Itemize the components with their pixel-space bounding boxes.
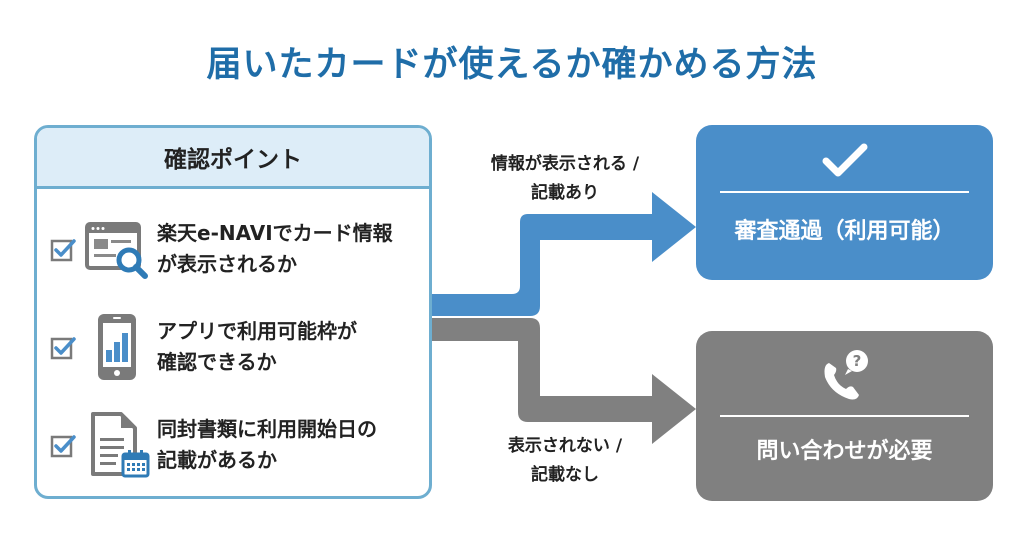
approved-arrow [432, 192, 696, 316]
document-calendar-icon [91, 412, 150, 478]
checkmark-icon [822, 143, 867, 177]
inquiry-result-card: ? 問い合わせが必要 [696, 331, 993, 501]
inquiry-condition-label: 表示されない / 記載なし [470, 432, 660, 490]
inquiry-result-label: 問い合わせが必要 [756, 439, 933, 464]
inquiry-condition-line1: 表示されない / [507, 436, 623, 456]
smartphone-chart-icon [98, 314, 136, 380]
checklist-item-line2: 記載があるか [157, 448, 277, 472]
svg-text:?: ? [852, 352, 861, 370]
checklist-item: 同封書類に利用開始日の 記載があるか [37, 404, 429, 484]
divider [720, 191, 969, 193]
checkbox-checked-icon [50, 337, 76, 360]
checklist-item-text: 同封書類に利用開始日の 記載があるか [157, 414, 427, 476]
checklist-item-text: 楽天e-NAVIでカード情報 が表示されるか [157, 218, 427, 280]
browser-search-icon [85, 222, 148, 279]
approved-condition-label: 情報が表示される / 記載あり [455, 150, 675, 208]
checklist-item-line2: 確認できるか [157, 350, 277, 374]
checklist-header: 確認ポイント [37, 128, 429, 189]
phone-question-icon: ? [824, 350, 868, 400]
checklist-item-line1: 楽天e-NAVIでカード情報 [157, 221, 393, 245]
approved-condition-line1: 情報が表示される / [490, 154, 640, 174]
checkbox-checked-icon [50, 239, 76, 262]
checklist-item-line1: 同封書類に利用開始日の [157, 417, 377, 441]
inquiry-arrow [432, 318, 696, 444]
approved-result-label: 審査通過（利用可能） [734, 219, 955, 244]
inquiry-condition-line2: 記載なし [531, 465, 599, 485]
checklist-item-line1: アプリで利用可能枠が [157, 319, 357, 343]
page-title: 届いたカードが使えるか確かめる方法 [206, 45, 818, 85]
checklist-item-line2: が表示されるか [157, 252, 297, 276]
checklist-item-text: アプリで利用可能枠が 確認できるか [157, 316, 427, 378]
checklist-item: 楽天e-NAVIでカード情報 が表示されるか [37, 208, 429, 288]
checklist-panel: 確認ポイント 楽天e-NAVIでカード情報 が表示されるか [34, 125, 432, 499]
approved-condition-line2: 記載あり [531, 183, 599, 203]
approved-result-card: 審査通過（利用可能） [696, 125, 993, 280]
divider [720, 415, 969, 417]
checkbox-checked-icon [50, 435, 76, 458]
checklist-item: アプリで利用可能枠が 確認できるか [37, 306, 429, 386]
